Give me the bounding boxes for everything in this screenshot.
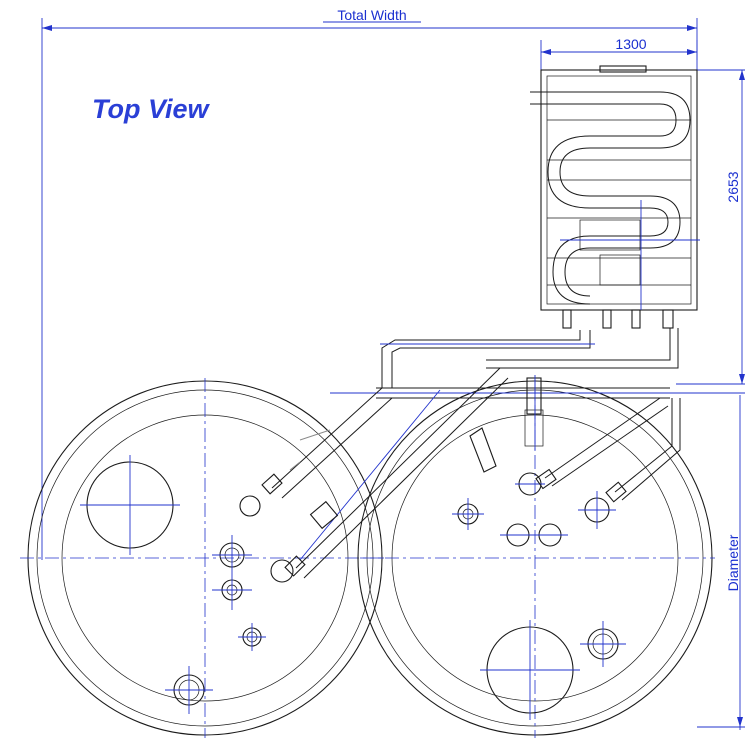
module-depth-dimension: 2653 xyxy=(676,69,745,385)
equipment-module xyxy=(530,65,700,329)
diameter-dimension: Diameter xyxy=(697,395,745,730)
module-depth-label: 2653 xyxy=(725,171,741,202)
module-width-label: 1300 xyxy=(615,36,646,52)
module-width-dimension: 1300 xyxy=(540,36,698,70)
top-view-title: Top View xyxy=(92,94,209,124)
total-width-label: Total Width xyxy=(337,7,406,23)
pipework xyxy=(261,328,745,579)
right-tank xyxy=(357,380,715,738)
total-width-dimension: Total Width xyxy=(41,7,698,560)
left-tank xyxy=(20,378,385,738)
diameter-label: Diameter xyxy=(725,534,741,591)
